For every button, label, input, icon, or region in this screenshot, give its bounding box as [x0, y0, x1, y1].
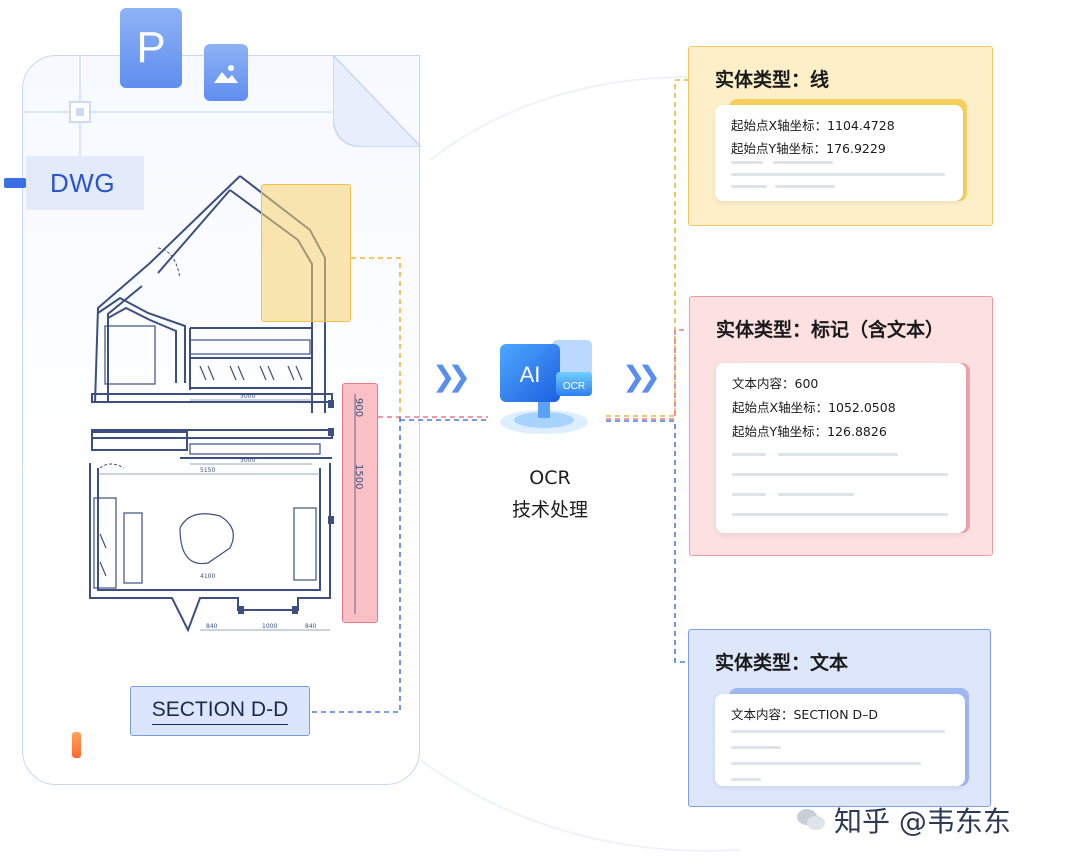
- placeholder-bar: [731, 746, 781, 749]
- ocr-caption: OCR 技术处理: [480, 462, 620, 526]
- detail-line: 起始点Y轴坐标：126.8826: [732, 424, 887, 439]
- dimension-label: 840: [305, 623, 317, 630]
- mountain-picture-glyph: [214, 64, 238, 83]
- entity-card-line: 实体类型：线 起始点X轴坐标：1104.4728 起始点Y轴坐标：176.922…: [688, 46, 993, 226]
- placeholder-bar: [773, 161, 833, 164]
- detail-line: 起始点X轴坐标：1104.4728: [731, 118, 895, 133]
- ai-chip-text: AI: [520, 362, 541, 387]
- placeholder-bar: [731, 778, 761, 781]
- card-detail-panel: 文本内容：600 起始点X轴坐标：1052.0508 起始点Y轴坐标：126.8…: [716, 363, 966, 533]
- placeholder-bar: [732, 513, 948, 516]
- mark-dimension-text: 900 1500: [353, 394, 364, 614]
- ocr-badge-text: OCR: [563, 381, 585, 392]
- dwg-format-tag: DWG: [26, 156, 144, 210]
- placeholder-bar: [778, 493, 854, 496]
- image-file-icon: [204, 44, 248, 101]
- flow-chevron-icon: ❯❯: [622, 360, 661, 393]
- entity-card-text: 实体类型：文本 文本内容：SECTION D–D: [688, 629, 991, 807]
- section-label-text: SECTION D-D: [151, 698, 289, 725]
- placeholder-bar: [731, 185, 767, 188]
- line-entity-highlight: [261, 184, 351, 322]
- card-title: 实体类型：线: [715, 69, 830, 91]
- detail-line: 文本内容：SECTION D–D: [731, 707, 879, 722]
- entity-card-mark: 实体类型：标记（含文本） 文本内容：600 起始点X轴坐标：1052.0508 …: [689, 296, 993, 556]
- detail-line: 起始点X轴坐标：1052.0508: [732, 400, 896, 415]
- card-detail-panel: 文本内容：SECTION D–D: [715, 694, 965, 786]
- ai-ocr-chip-icon: AI OCR: [500, 340, 592, 434]
- ocr-caption-line1: OCR: [529, 467, 571, 489]
- dimension-label: 3000: [240, 457, 255, 464]
- p-file-icon: P: [120, 8, 182, 88]
- dimension-label: 1500: [353, 464, 364, 489]
- dimension-label: 840: [206, 623, 218, 630]
- dimension-label: 3000: [240, 393, 255, 400]
- placeholder-bar: [731, 730, 945, 733]
- wechat-icon: [797, 809, 825, 830]
- dimension-label: 900: [353, 398, 364, 417]
- flow-chevron-icon: ❯❯: [432, 360, 471, 393]
- orange-accent-mark: [72, 732, 81, 758]
- section-label-box: SECTION D-D: [130, 686, 310, 736]
- ocr-caption-line2: 技术处理: [511, 499, 588, 521]
- p-letter: P: [136, 23, 166, 72]
- watermark-text: 知乎 @韦东东: [834, 805, 1011, 838]
- placeholder-bar: [731, 762, 921, 765]
- placeholder-bar: [778, 453, 898, 456]
- placeholder-bar: [775, 185, 835, 188]
- dwg-marker: [4, 178, 26, 188]
- floor-plan-drawing: 3000 3000 5150 840 1000 840 4100: [89, 175, 334, 633]
- placeholder-bar: [731, 161, 763, 164]
- dwg-label: DWG: [50, 167, 116, 198]
- card-title: 实体类型：标记（含文本）: [716, 319, 945, 341]
- dimension-label: 4100: [200, 573, 215, 580]
- dimension-label: 5150: [200, 467, 215, 474]
- mark-entity-highlight: 900 1500: [342, 383, 378, 623]
- sheet-guide-lines: [22, 55, 332, 165]
- placeholder-bar: [732, 453, 766, 456]
- detail-line: 起始点Y轴坐标：176.9229: [731, 141, 886, 156]
- dimension-label: 1000: [262, 623, 277, 630]
- card-detail-panel: 起始点X轴坐标：1104.4728 起始点Y轴坐标：176.9229: [715, 105, 963, 201]
- card-title: 实体类型：文本: [715, 652, 849, 674]
- placeholder-bar: [732, 493, 766, 496]
- placeholder-bar: [731, 173, 945, 176]
- placeholder-bar: [732, 473, 948, 476]
- watermark: 知乎 @韦东东: [796, 800, 1011, 840]
- detail-line: 文本内容：600: [732, 376, 819, 391]
